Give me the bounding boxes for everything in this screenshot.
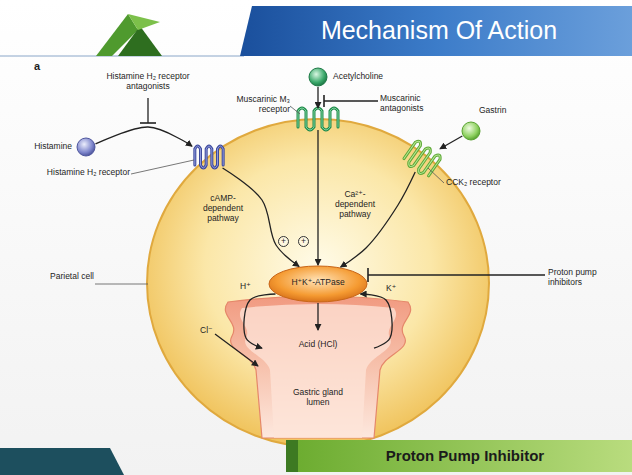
receptor-symbol: [298, 108, 338, 130]
lumen-interior: [240, 304, 396, 438]
logo-shape: [128, 14, 160, 30]
node-label: Gastrin: [479, 106, 529, 116]
receptor-symbol: CCK₂ receptor: [404, 146, 440, 172]
node-label: Histamine: [10, 142, 72, 152]
receptor-highlight: [298, 108, 338, 130]
pathway-label: H⁺: [240, 282, 254, 292]
pathway-arrow: [244, 294, 276, 348]
footer-accent: [0, 448, 124, 475]
panel-letter: a: [34, 60, 54, 73]
receptor-symbol: [298, 108, 338, 130]
node-outline: [77, 138, 95, 156]
receptor-symbol: Histamine H₂ receptor: [192, 146, 226, 168]
node-outline: [404, 146, 440, 172]
pathway-arrow: [341, 172, 416, 267]
node-outline: [294, 108, 342, 130]
pathway-arrow: [440, 136, 462, 149]
ion-arrow: [215, 334, 258, 366]
receptor-highlight: [402, 140, 441, 179]
node-label: H⁺K⁺-ATPase: [268, 278, 368, 288]
node-outline: [269, 266, 367, 302]
proton-pump-oval: H⁺K⁺-ATPase: [268, 265, 368, 303]
footer-accent: [286, 440, 298, 472]
ligand-circle: Acetylcholine: [308, 67, 328, 87]
pathway-label: Ca²⁺-dependent pathway: [332, 190, 378, 219]
slide-title: Mechanism Of Action: [246, 15, 632, 45]
header-band: [240, 6, 632, 56]
inhibition-line: [324, 100, 378, 101]
pathway-arrow: [317, 130, 318, 265]
node-outline: [147, 119, 489, 447]
receptor-highlight: [195, 146, 223, 168]
pathway-label: K⁺: [386, 284, 400, 294]
stimulation-sign: +: [298, 236, 309, 247]
node-outline: [76, 137, 96, 157]
node-label: Histamine H₂ receptor: [12, 168, 130, 178]
node-label: CCK₂ receptor: [446, 178, 516, 188]
node-label: Gastric gland lumen: [282, 388, 354, 408]
parietal-cell: Parietal cellHistamine H₂ receptorMuscar…: [146, 118, 490, 448]
node-label: Parietal cell: [50, 272, 94, 282]
inhibition-bar: [367, 268, 369, 282]
node-outline: [309, 68, 327, 86]
leader-line: [131, 160, 194, 174]
receptor-symbol: [402, 140, 441, 179]
leader-line: [95, 284, 148, 285]
node-outline: [461, 121, 481, 141]
node-label: Muscarinic M₃ receptor: [218, 95, 290, 115]
node-outline: [225, 296, 410, 438]
ligand-circle: Histamine: [76, 137, 96, 157]
gland-lumen: Acid (HCl) Gastric gland lumen: [262, 330, 374, 438]
node-label: Acid (HCl): [262, 340, 374, 350]
pathway-arrow: [96, 127, 192, 146]
stimulation-sign: +: [278, 236, 289, 247]
logo-shape: [118, 26, 162, 56]
node-label: Acetylcholine: [333, 72, 405, 82]
pathway-label: cAMP-dependent pathway: [200, 194, 246, 223]
node-outline: [308, 67, 328, 87]
pathway-arrow: [361, 294, 393, 348]
receptor-symbol: [195, 146, 223, 168]
inhibition-bar: [140, 122, 156, 124]
receptor-symbol: [402, 140, 441, 179]
leader-line: [428, 168, 444, 183]
node-outline: [462, 122, 480, 140]
ion-label: Cl⁻: [200, 326, 216, 336]
receptor-symbol: Muscarinic M₃ receptor: [294, 108, 342, 130]
leader-line: [290, 106, 300, 114]
inhibition-line: [368, 274, 545, 275]
pathway-arrow: [317, 87, 318, 108]
pathway-arrow: [317, 303, 318, 330]
inhibition-bar: [323, 95, 325, 107]
inhibition-line: [147, 98, 148, 123]
footer-band: [286, 440, 632, 472]
drug-class-label: Proton pump inhibitors: [548, 268, 620, 288]
drug-class-label: Muscarinic antagonists: [380, 94, 438, 114]
drug-class-label: Histamine H₂ receptor antagonists: [98, 72, 198, 92]
ligand-circle: Gastrin: [461, 121, 481, 141]
node-outline: [192, 146, 226, 168]
slide-caption: Proton Pump Inhibitor: [298, 447, 632, 465]
receptor-symbol: [195, 146, 223, 168]
